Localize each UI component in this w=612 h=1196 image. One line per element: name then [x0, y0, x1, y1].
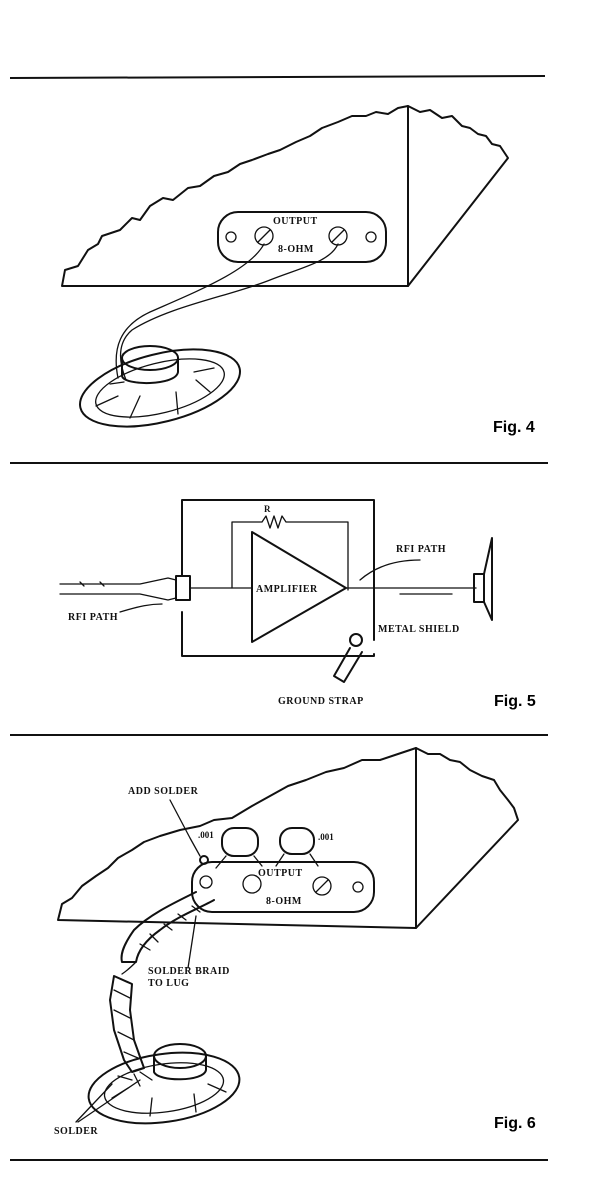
speaker-wire-1	[115, 243, 265, 379]
braid-join	[121, 961, 137, 975]
add-solder-pointer	[169, 799, 201, 857]
divider-top	[9, 75, 546, 79]
chassis-panel-2	[57, 747, 417, 929]
figure-5: R AMPLIFIER RFI PATH RFI PATH METAL SHIE…	[59, 499, 493, 707]
solder-braid-pointer	[187, 915, 197, 969]
fig4-caption: Fig. 4	[493, 419, 535, 436]
capacitor-right-icon	[275, 827, 319, 867]
plate-screw-right-icon	[365, 231, 377, 243]
add-solder-label: ADD SOLDER	[128, 786, 199, 797]
ground-lug-icon	[349, 633, 363, 647]
input-cable-ticks	[79, 581, 105, 587]
chassis-side	[407, 105, 509, 287]
amplifier-label: AMPLIFIER	[256, 584, 318, 595]
input-connector	[175, 575, 191, 601]
braid-cable-lower	[109, 975, 145, 1073]
braid-texture	[139, 905, 201, 951]
ground-strap	[333, 647, 363, 683]
braid-cable	[120, 891, 215, 963]
chassis-side-2	[415, 747, 519, 929]
fig6-caption: Fig. 6	[494, 1115, 536, 1132]
feedback-loop	[231, 515, 349, 591]
solder-pointers	[75, 1079, 141, 1123]
speaker-wire-2	[120, 243, 339, 381]
metal-shield-box	[181, 499, 375, 657]
fig5-caption: Fig. 5	[494, 693, 536, 710]
resistor-label: R	[264, 504, 271, 514]
output-speaker-icon	[473, 537, 493, 621]
terminal-left-slot	[257, 229, 271, 243]
output-label: OUTPUT	[273, 216, 318, 227]
solder-braid-label-1: SOLDER BRAID	[148, 966, 230, 977]
ohm-label: 8-OHM	[278, 244, 314, 255]
ohm-label-2: 8-OHM	[266, 896, 302, 907]
rfi-curve-right	[359, 559, 421, 581]
rfi-path-right-label: RFI PATH	[396, 544, 446, 555]
input-cable	[59, 577, 177, 601]
metal-shield-label: METAL SHIELD	[378, 624, 460, 635]
terminal-right-slot	[331, 229, 345, 243]
rfi-arrow-left	[119, 603, 163, 613]
braid-texture-lower	[113, 989, 139, 1059]
output-label-2: OUTPUT	[258, 868, 303, 879]
plate-screw-left-icon	[225, 231, 237, 243]
amplifier-triangle	[251, 531, 347, 643]
output-plate	[217, 211, 387, 263]
chassis-panel	[61, 105, 409, 287]
speaker-solder-joints	[133, 1071, 153, 1087]
solder-point-icon	[199, 855, 209, 865]
capacitor-left-icon	[215, 827, 263, 869]
cap-left-label: .001	[198, 830, 214, 840]
output-plate-2	[191, 861, 375, 913]
figure-6: OUTPUT 8-OHM .001 .001 ADD SOLDER SOLDER…	[54, 747, 519, 1137]
terminal-left-2	[242, 874, 262, 894]
figure-4: OUTPUT 8-OHM	[61, 105, 509, 428]
rfi-path-left-label: RFI PATH	[68, 612, 118, 623]
solder-label: SOLDER	[54, 1126, 98, 1137]
cap-right-label: .001	[318, 832, 334, 842]
terminal-right-2-slot	[315, 879, 329, 893]
speaker-icon	[79, 345, 241, 428]
terminal-right-2	[312, 876, 332, 896]
plate-screw-right-2-icon	[352, 881, 364, 893]
plate-screw-left-2-icon	[199, 875, 213, 889]
ground-strap-label: GROUND STRAP	[278, 696, 364, 707]
solder-braid-label-2: TO LUG	[148, 978, 189, 989]
